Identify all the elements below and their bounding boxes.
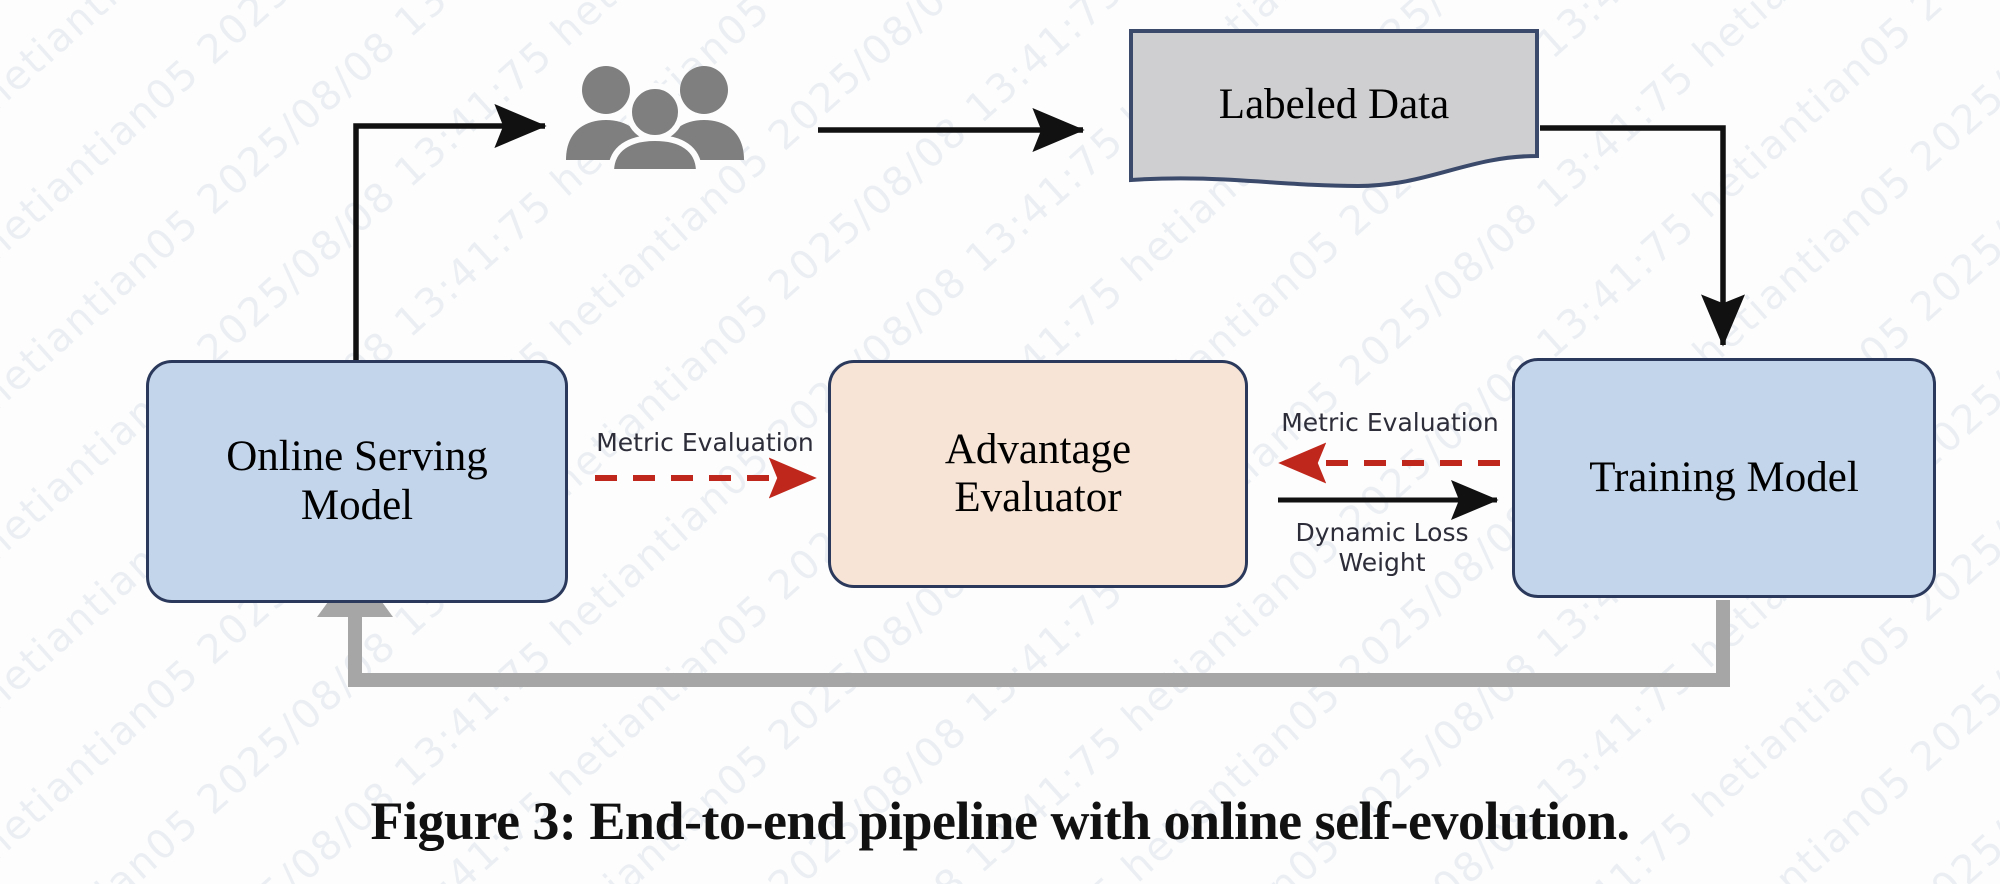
node-online-serving-model-label: Online Serving Model	[226, 433, 488, 529]
edge-label-dynamic-loss-weight: Dynamic Loss Weight	[1272, 518, 1492, 577]
people-group-icon	[560, 60, 750, 175]
node-advantage-evaluator[interactable]: Advantage Evaluator	[828, 360, 1248, 588]
node-training-model[interactable]: Training Model	[1512, 358, 1936, 598]
label-line-2: Model	[300, 481, 414, 529]
document-shape-icon	[1129, 29, 1539, 189]
node-advantage-evaluator-label: Advantage Evaluator	[945, 426, 1131, 522]
label-line-1: Advantage	[944, 425, 1132, 473]
watermark-text: hetiantian05 2025/08/08 13:41:75 hetiant…	[0, 0, 2000, 334]
watermark-text: hetiantian05 2025/08/08 13:41:75 hetiant…	[0, 0, 2000, 184]
figure-caption: Figure 3: End-to-end pipeline with onlin…	[370, 791, 1630, 851]
edge-label-metric-evaluation-right: Metric Evaluation	[1281, 408, 1499, 437]
node-online-serving-model[interactable]: Online Serving Model	[146, 360, 568, 603]
edge-serving-to-people	[353, 104, 547, 360]
labeled-data-label: Labeled Data	[1218, 81, 1450, 128]
watermark-text: hetiantian05 2025/08/08 13:41:75 hetiant…	[0, 0, 2000, 34]
node-training-model-label: Training Model	[1589, 453, 1859, 501]
label-line-2: Weight	[1338, 547, 1426, 577]
edge-label-metric-evaluation-left: Metric Evaluation	[596, 428, 814, 457]
label-line-1: Online Serving	[226, 433, 488, 481]
labeled-data-node: Labeled Data	[1128, 28, 1540, 189]
label-line-1: Dynamic Loss	[1295, 518, 1469, 547]
edge-labeled-to-training	[1540, 125, 1745, 347]
label-line-2: Evaluator	[954, 474, 1122, 521]
